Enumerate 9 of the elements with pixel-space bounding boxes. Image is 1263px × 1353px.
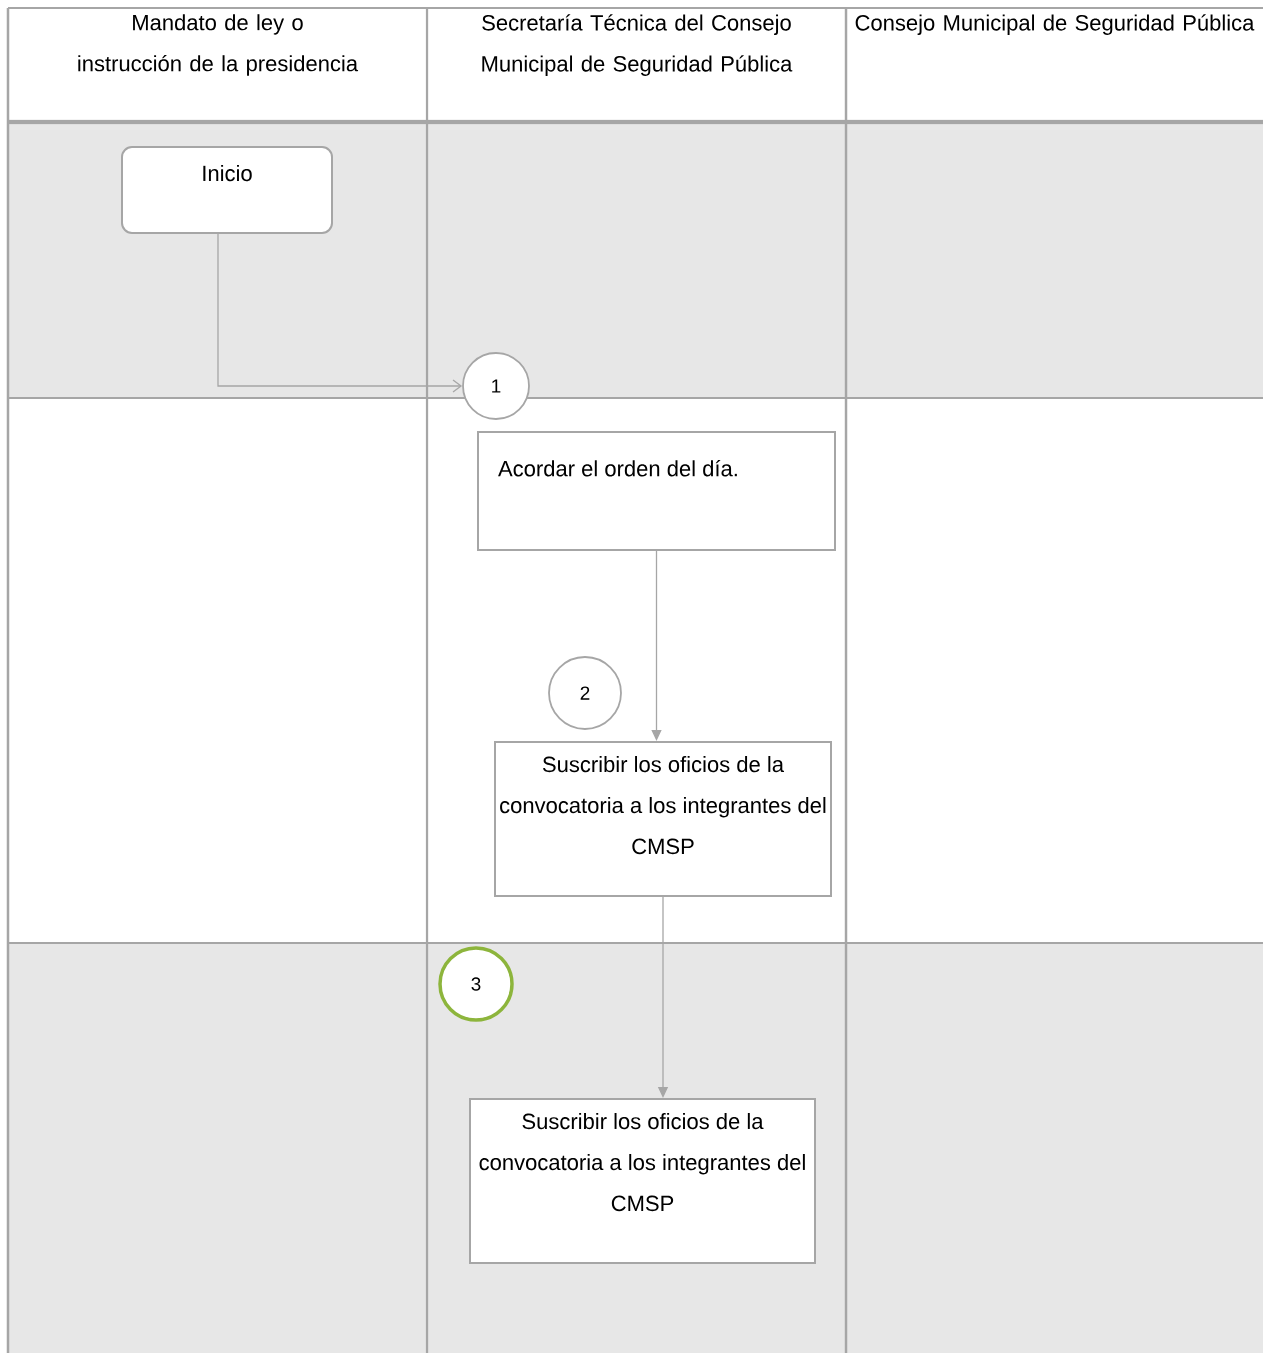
arrow [217, 233, 463, 393]
process-box: Suscribir los oficios de la convocatoria a los integrantes del CMSP [469, 1098, 816, 1264]
process-box: Acordar el orden del día. [477, 431, 836, 551]
start-box: Inicio [121, 146, 333, 234]
lane-header: Consejo Municipal de Seguridad Pública [855, 14, 1255, 35]
arrow [651, 550, 662, 741]
process-box: Suscribir los oficios de la convocatoria a los integrantes del CMSP [494, 741, 832, 897]
lane-header: Secretaría Técnica del Consejo Municipal de Seguridad Pública [482, 14, 793, 76]
lane-header: Mandato de ley o instrucción de la presidencia [78, 14, 359, 76]
